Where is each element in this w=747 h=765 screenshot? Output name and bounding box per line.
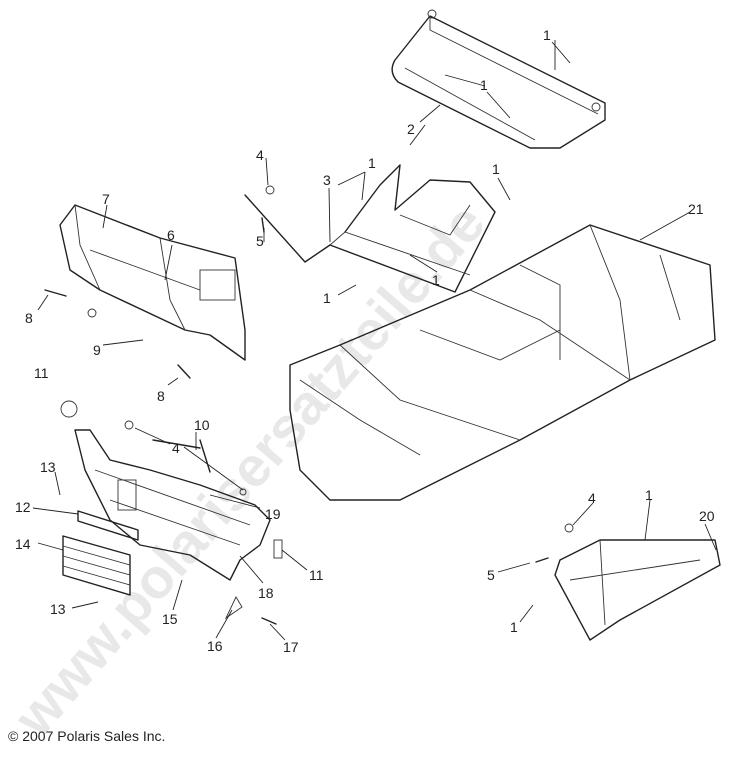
callout-9: 9 [93, 342, 101, 358]
callout-17: 17 [283, 639, 299, 655]
callout-1: 1 [323, 290, 331, 306]
callout-13: 13 [50, 601, 66, 617]
callout-14: 14 [15, 536, 31, 552]
front-bumper-part [74, 429, 271, 581]
callout-10: 10 [194, 417, 210, 433]
callout-21: 21 [688, 201, 704, 217]
callout-12: 12 [15, 499, 31, 515]
callout-1: 1 [543, 27, 551, 43]
callout-2: 2 [407, 121, 415, 137]
callout-4: 4 [588, 490, 596, 506]
callout-labels: 1 1 1 1 1 1 1 1 2 3 4 4 4 5 5 6 7 8 8 9 … [15, 27, 715, 655]
callout-1: 1 [492, 161, 500, 177]
callout-11: 11 [309, 567, 324, 583]
watermark: www.polarisersatzteile.de [1, 191, 497, 748]
callout-18: 18 [258, 585, 274, 601]
callout-16: 16 [207, 638, 223, 654]
callout-3: 3 [323, 172, 331, 188]
callout-4: 4 [172, 440, 180, 456]
callout-5: 5 [487, 567, 495, 583]
callout-1: 1 [510, 619, 518, 635]
grille-part [62, 535, 131, 596]
rear-rack-part [554, 539, 721, 641]
callout-6: 6 [167, 227, 175, 243]
main-frame-part [289, 224, 716, 501]
callout-15: 15 [162, 611, 178, 627]
hardware-parts [44, 185, 574, 625]
cargo-frame-part [391, 9, 606, 149]
callout-7: 7 [102, 191, 110, 207]
callout-20: 20 [699, 508, 715, 524]
callout-4: 4 [256, 147, 264, 163]
callout-1: 1 [645, 487, 653, 503]
front-bulkhead-part [59, 204, 246, 361]
callout-19: 19 [265, 506, 281, 522]
callout-5: 5 [256, 233, 264, 249]
callout-11: 11 [34, 365, 49, 381]
callout-8: 8 [157, 388, 165, 404]
trim-strip-part [77, 510, 139, 541]
copyright-notice: © 2007 Polaris Sales Inc. [8, 728, 166, 744]
callout-1: 1 [432, 272, 440, 288]
leader-lines [32, 40, 717, 641]
callout-13: 13 [40, 459, 56, 475]
callout-1: 1 [480, 77, 488, 93]
callout-1: 1 [368, 155, 376, 171]
callout-8: 8 [25, 310, 33, 326]
seat-support-part [244, 164, 496, 293]
